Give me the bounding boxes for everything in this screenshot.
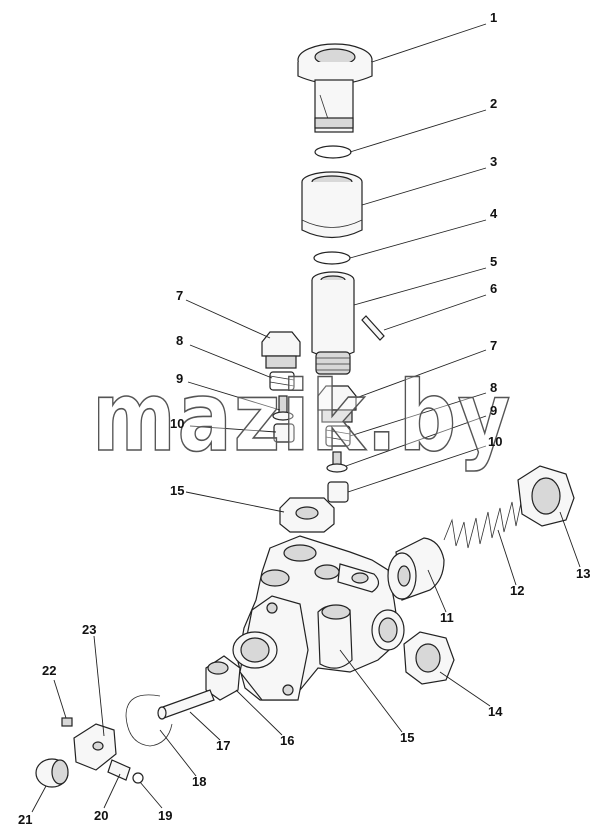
- callout-10-right: 10: [488, 434, 502, 449]
- callout-17: 17: [216, 738, 230, 753]
- part-22-screw: [61, 717, 73, 727]
- callout-10-left: 10: [170, 416, 184, 431]
- callout-12: 12: [510, 583, 524, 598]
- part-21-roller: [35, 758, 69, 788]
- callout-14: 14: [488, 704, 503, 719]
- callout-20: 20: [94, 808, 108, 823]
- part-5-cylinder: [311, 271, 355, 375]
- part-9-valve-right: [326, 451, 348, 473]
- part-17-shaft: [157, 689, 215, 720]
- part-15-union-nut-top: [279, 497, 335, 533]
- callout-13: 13: [576, 566, 590, 581]
- callout-15-top: 15: [170, 483, 184, 498]
- callout-9-right: 9: [490, 403, 497, 418]
- callout-16: 16: [280, 733, 294, 748]
- part-4-o-ring: [313, 251, 351, 265]
- pump-body: [232, 535, 405, 701]
- callout-21: 21: [18, 812, 32, 827]
- part-2-o-ring: [314, 145, 352, 159]
- part-11-bushing: [387, 537, 445, 601]
- callout-2: 2: [490, 96, 497, 111]
- part-12-spring: [443, 497, 523, 549]
- part-10-seat-left: [273, 423, 295, 443]
- part-6-pin: [361, 315, 385, 341]
- callout-18: 18: [192, 774, 206, 789]
- part-1-pump-cap: [297, 43, 373, 133]
- callout-8-right: 8: [490, 380, 497, 395]
- part-3-sleeve: [301, 171, 363, 239]
- callout-7-right: 7: [490, 338, 497, 353]
- callout-1: 1: [490, 10, 497, 25]
- part-10-seat-right: [327, 481, 349, 503]
- part-18-snap-ring: [125, 694, 173, 747]
- part-16-threaded-bushing: [205, 655, 241, 701]
- part-7-plug-right: [317, 385, 357, 423]
- callout-4: 4: [490, 206, 498, 221]
- watermark-text: mazik.by: [92, 361, 512, 473]
- part-9-valve-left: [272, 395, 294, 421]
- part-7-plug-left: [261, 331, 301, 369]
- callout-19: 19: [158, 808, 172, 823]
- part-13-nut: [517, 465, 575, 527]
- callout-23: 23: [82, 622, 96, 637]
- callout-22: 22: [42, 663, 56, 678]
- callout-5: 5: [490, 254, 497, 269]
- callout-15-bottom: 15: [400, 730, 414, 745]
- part-14-fitting-nut: [403, 631, 455, 685]
- part-20-pin: [107, 759, 131, 781]
- part-19-washer: [132, 772, 144, 784]
- callout-labels: 1 2 3 4 5 6 7 8 9 10 7 8 9 10 15 11 12 1…: [18, 10, 590, 827]
- part-23-lever-bracket: [73, 723, 117, 771]
- callout-8-left: 8: [176, 333, 183, 348]
- callout-6: 6: [490, 281, 497, 296]
- leader-lines: [31, 23, 581, 813]
- callout-9-left: 9: [176, 371, 183, 386]
- callout-11: 11: [440, 610, 454, 625]
- part-8-spring-left: [269, 371, 295, 391]
- callout-3: 3: [490, 154, 497, 169]
- callout-7-left: 7: [176, 288, 183, 303]
